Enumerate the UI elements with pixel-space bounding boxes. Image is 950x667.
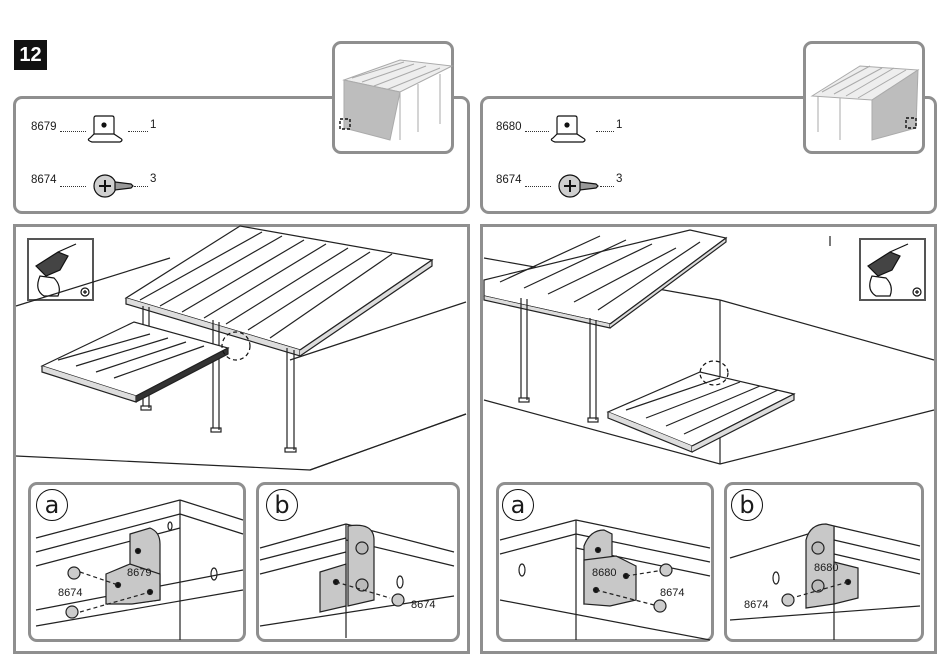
bracket-code-label: 8680 (814, 562, 838, 574)
screw-code-label: 8674 (744, 599, 768, 611)
